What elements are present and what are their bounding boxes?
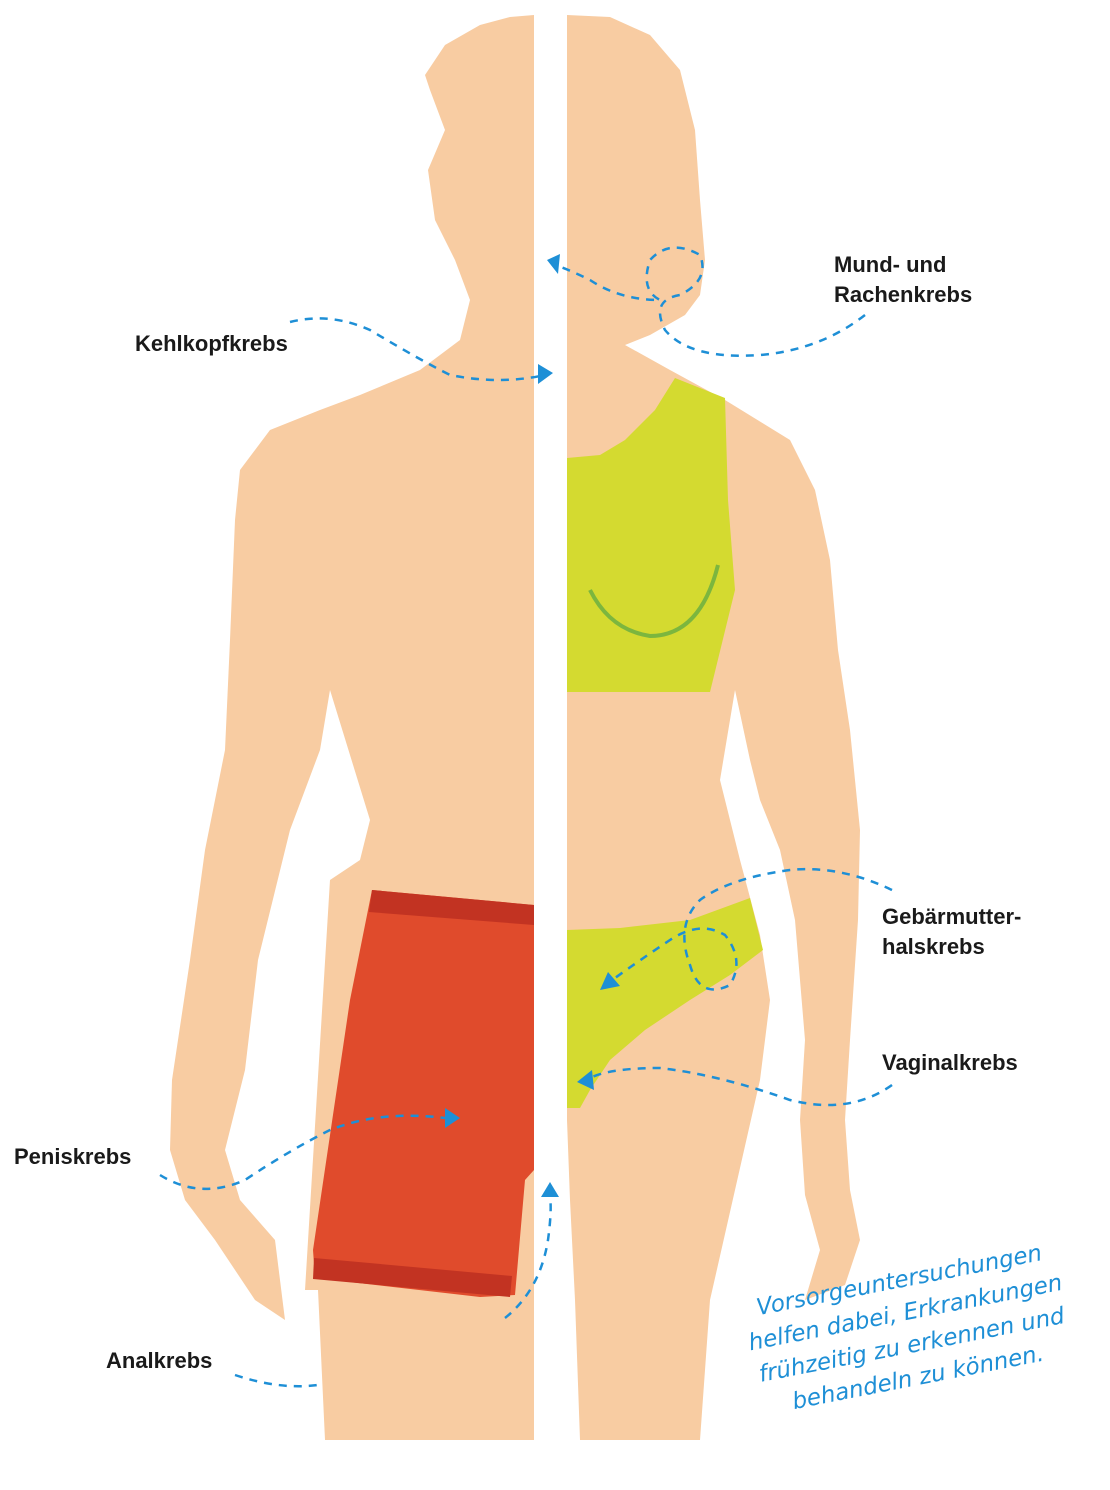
female-bikini <box>567 898 763 1108</box>
label-analkrebs: Analkrebs <box>106 1346 212 1376</box>
arrowhead-gebaermutter <box>600 972 620 990</box>
arrowhead-mund <box>547 254 560 274</box>
female-bra-seam <box>588 564 720 639</box>
arrow-gebaermutter <box>614 867 893 991</box>
female-body-shape <box>567 15 860 1440</box>
male-shorts-hem <box>313 1258 512 1297</box>
male-half <box>170 15 534 1440</box>
label-peniskrebs-text: Peniskrebs <box>14 1144 132 1169</box>
label-gebaermutterhalskrebs: Gebärmutter- halskrebs <box>882 902 1021 962</box>
label-gebaermutter-line2: halskrebs <box>882 934 985 959</box>
male-shorts-waistband <box>369 890 534 925</box>
female-half <box>567 15 860 1440</box>
arrowhead-kehlkopf <box>538 364 553 384</box>
arrow-anal <box>234 1196 552 1388</box>
arrow-mund <box>554 246 866 357</box>
label-vaginalkrebs-text: Vaginalkrebs <box>882 1050 1018 1075</box>
arrow-penis <box>159 1114 446 1191</box>
label-mund-rachenkrebs: Mund- und Rachenkrebs <box>834 250 972 310</box>
label-mund-line2: Rachenkrebs <box>834 282 973 307</box>
arrowhead-vaginal <box>577 1070 594 1090</box>
arrow-vaginal <box>589 1066 893 1107</box>
label-mund-line1: Mund- und <box>834 252 947 277</box>
arrowhead-anal <box>541 1182 559 1197</box>
label-peniskrebs: Peniskrebs <box>14 1142 131 1172</box>
male-shorts <box>313 890 534 1297</box>
label-gebaermutter-line1: Gebärmutter- <box>882 904 1022 929</box>
label-kehlkopfkrebs: Kehlkopfkrebs <box>135 329 288 359</box>
label-vaginalkrebs: Vaginalkrebs <box>882 1048 1018 1078</box>
annotation-arrows <box>159 246 893 1388</box>
label-analkrebs-text: Analkrebs <box>106 1348 213 1373</box>
label-kehlkopfkrebs-text: Kehlkopfkrebs <box>135 331 288 356</box>
arrowhead-penis <box>445 1108 460 1128</box>
female-bra <box>567 378 735 692</box>
